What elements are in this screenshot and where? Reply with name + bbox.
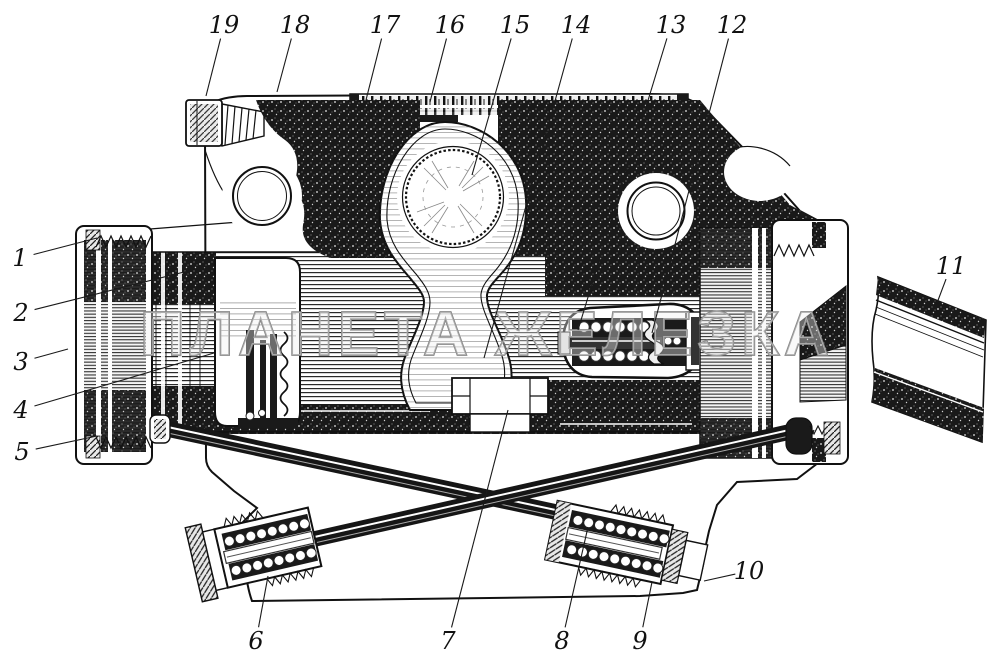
valve-thread-top	[609, 503, 666, 524]
ball-stud-cavity	[378, 120, 528, 411]
right-valve-assembly	[543, 499, 709, 589]
leader-line-5	[35, 435, 98, 450]
ball-stud	[404, 148, 502, 246]
thread-top-left	[95, 234, 152, 249]
leader-line-4	[34, 352, 215, 407]
callout-label-3: 3	[13, 348, 28, 376]
callout-label-16: 16	[435, 11, 466, 39]
callout-label-4: 4	[12, 396, 28, 424]
left-boot	[75, 225, 153, 465]
callout-label-15: 15	[500, 11, 531, 39]
thread-top-right	[773, 243, 815, 258]
leader-line-17	[365, 38, 383, 101]
valve-thread-bottom	[266, 567, 315, 587]
cast-iron-sections	[222, 100, 836, 258]
tie-rods	[149, 414, 841, 548]
leader-line-7	[450, 409, 509, 628]
callout-label-12: 12	[717, 11, 748, 39]
callout-label-6: 6	[248, 627, 263, 655]
left-valve-assembly	[184, 506, 323, 603]
leader-line-12	[651, 38, 730, 334]
leader-line-19	[205, 38, 222, 97]
thread-bottom-left	[95, 435, 152, 450]
callout-label-17: 17	[370, 11, 401, 39]
left-valve-cup	[214, 257, 301, 428]
liner-strip	[871, 275, 987, 444]
callout-label-2: 2	[12, 299, 28, 327]
callout-label-8: 8	[554, 627, 569, 655]
callout-label-10: 10	[734, 557, 765, 585]
callout-label-7: 7	[440, 627, 456, 655]
callout-label-1: 1	[12, 244, 27, 272]
adjusting-bolt	[185, 99, 265, 147]
leader-line-16	[429, 38, 448, 103]
callout-label-14: 14	[561, 11, 592, 39]
leader-line-10	[703, 573, 736, 582]
leader-line-3	[34, 348, 69, 359]
leader-line-14	[483, 38, 573, 359]
callout-label-5: 5	[14, 438, 29, 466]
ball-knurl-texture	[416, 160, 490, 234]
leader-line-6	[258, 575, 269, 628]
callout-label-9: 9	[632, 627, 647, 655]
leader-line-15	[471, 38, 512, 176]
callout-label-11: 11	[936, 252, 967, 280]
leader-line-18	[276, 38, 292, 93]
callout-label-18: 18	[280, 11, 311, 39]
valve-thread-top	[223, 509, 264, 528]
leader-line-11	[936, 278, 947, 304]
lower-cover	[451, 377, 549, 433]
watermark-text: ПЛАНЕТА ЖЕЛЕЗКА	[140, 300, 834, 369]
right-boot	[699, 219, 849, 465]
spring-cavity	[557, 302, 706, 380]
leader-line-1	[33, 237, 98, 256]
leader-line-8	[564, 526, 589, 628]
callout-label-19: 19	[209, 11, 240, 39]
leader-line-13	[577, 38, 668, 331]
leader-line-2	[34, 265, 209, 311]
valve-spring-coils	[578, 321, 650, 362]
leader-line-9	[642, 581, 653, 628]
plunger-clip	[643, 319, 665, 365]
callout-label-13: 13	[656, 11, 687, 39]
valve-thread-bottom	[577, 566, 642, 589]
